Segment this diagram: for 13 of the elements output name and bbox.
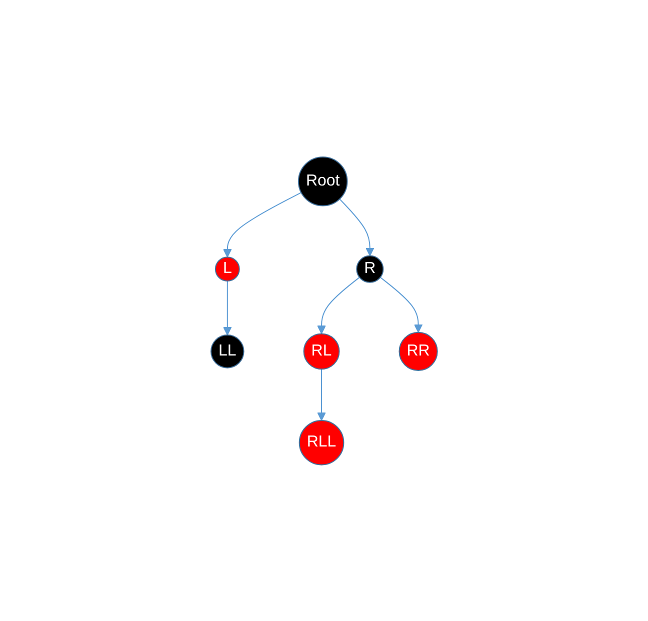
node-circle: RL (303, 332, 340, 370)
arrow (380, 276, 423, 332)
node-circle: Root (298, 156, 348, 206)
node-circle: LL (210, 334, 244, 368)
arrow (222, 280, 232, 335)
node-circle: L (214, 256, 240, 282)
node-circle: R (356, 254, 384, 282)
arrow (339, 198, 374, 256)
arrow (222, 192, 302, 258)
arrow (316, 276, 360, 334)
node-circle: RLL (298, 420, 344, 465)
arrow (316, 368, 326, 420)
node-circle: RR (398, 331, 438, 371)
